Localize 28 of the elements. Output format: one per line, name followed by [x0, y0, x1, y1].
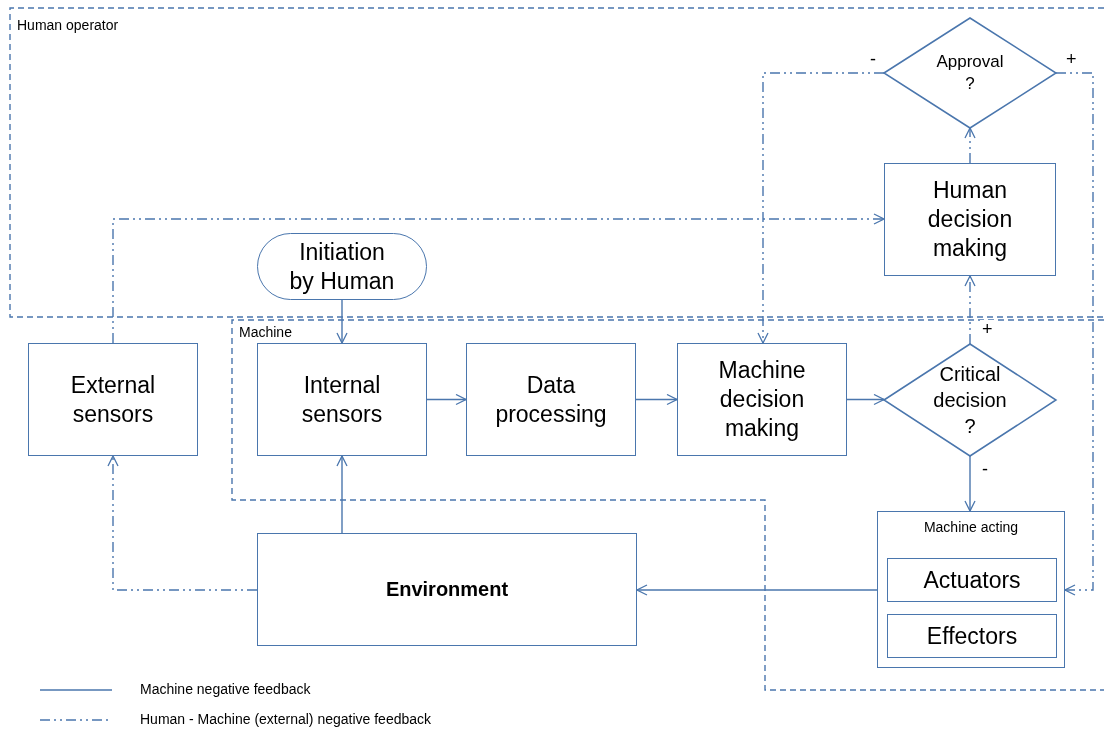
- legend-label: Human - Machine (external) negative feedback: [140, 711, 432, 727]
- process-box: External sensors: [28, 343, 198, 456]
- arrow: [336, 299, 348, 344]
- group-label: Machine acting: [922, 519, 1020, 535]
- process-box: Actuators: [887, 558, 1057, 602]
- process-box: Effectors: [887, 614, 1057, 658]
- group-box: [877, 511, 1065, 668]
- decision-label: Approval ?: [935, 50, 1005, 95]
- process-box: Machine decision making: [677, 343, 847, 456]
- arrow: [112, 213, 885, 344]
- decision-label: Critical decision ?: [932, 362, 1008, 439]
- region-label: Machine: [239, 324, 292, 340]
- arrow: [964, 275, 976, 345]
- arrow: [635, 393, 678, 406]
- process-box: Data processing: [466, 343, 636, 456]
- arrow: [636, 584, 878, 596]
- arrow: [964, 455, 976, 512]
- arrow: [336, 455, 348, 534]
- region-label: Human operator: [17, 17, 119, 33]
- arrow: [107, 455, 258, 591]
- arrow: [426, 393, 467, 406]
- process-box: Human decision making: [884, 163, 1056, 276]
- legend-label: Machine negative feedback: [140, 681, 311, 697]
- process-box: Internal sensors: [257, 343, 427, 456]
- arrow: [757, 72, 885, 344]
- arrow: [1055, 72, 1094, 596]
- arrow: [846, 393, 885, 406]
- arrow: [964, 127, 976, 164]
